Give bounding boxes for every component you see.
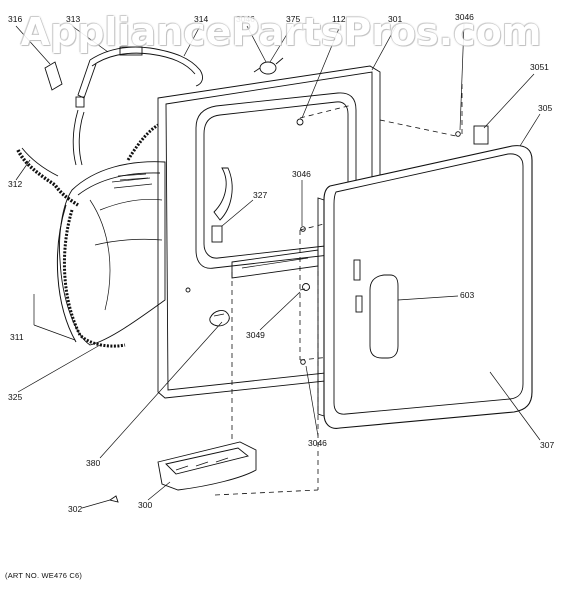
callout-375: 375 xyxy=(286,14,300,24)
callout-301: 301 xyxy=(388,14,402,24)
door-outer-panel xyxy=(317,145,533,429)
screws xyxy=(108,131,461,503)
callout-3046: 3046 xyxy=(236,14,255,24)
callout-302: 302 xyxy=(68,504,82,514)
callout-327: 327 xyxy=(253,190,267,200)
callout-311: 311 xyxy=(10,332,24,342)
callout-312: 312 xyxy=(8,179,22,189)
door-liner-assembly xyxy=(59,161,166,346)
door-gasket xyxy=(56,204,126,348)
callout-603: 603 xyxy=(460,290,474,300)
callout-3046: 3046 xyxy=(292,169,311,179)
door-seal xyxy=(16,147,79,207)
callout-3046: 3046 xyxy=(455,12,474,22)
callout-3046: 3046 xyxy=(308,438,327,448)
callout-labels: 316 313 314 3046 375 112 301 3046 3051 3… xyxy=(8,12,554,514)
callout-307: 307 xyxy=(540,440,554,450)
callout-325: 325 xyxy=(8,392,22,402)
hinge-3051 xyxy=(473,125,489,145)
hinge-bracket xyxy=(72,46,203,166)
strip-316 xyxy=(44,61,63,91)
assembly-guide-lines xyxy=(214,84,463,496)
inner-seal-strip xyxy=(126,123,159,161)
callout-313: 313 xyxy=(66,14,80,24)
door-handle-assembly xyxy=(157,441,257,491)
callout-380: 380 xyxy=(86,458,100,468)
callout-300: 300 xyxy=(138,500,152,510)
leader-lines xyxy=(15,23,541,509)
callout-112: 112 xyxy=(332,14,346,24)
callout-3051: 3051 xyxy=(530,62,549,72)
latch-375 xyxy=(253,57,284,75)
callout-316: 316 xyxy=(8,14,22,24)
art-number: (ART NO. WE476 C6) xyxy=(5,571,83,580)
callout-305: 305 xyxy=(538,103,552,113)
callout-314: 314 xyxy=(194,14,208,24)
callout-3049: 3049 xyxy=(246,330,265,340)
